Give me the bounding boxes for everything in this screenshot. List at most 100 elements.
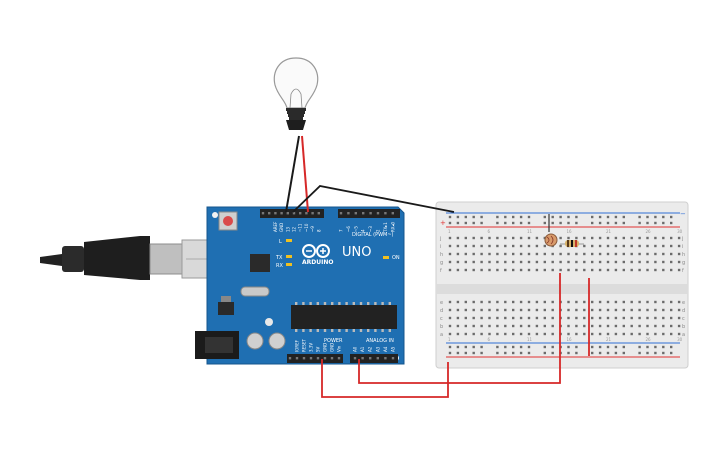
breadboard-hole[interactable] (464, 260, 467, 264)
breadboard-hole[interactable] (598, 324, 602, 328)
rail-hole[interactable] (606, 221, 610, 225)
breadboard-hole[interactable] (606, 308, 610, 312)
breadboard-hole[interactable] (496, 324, 499, 328)
breadboard-hole[interactable] (480, 244, 483, 248)
breadboard-hole[interactable] (662, 300, 665, 304)
breadboard-hole[interactable] (583, 324, 586, 328)
rail-hole[interactable] (591, 215, 594, 219)
breadboard-hole[interactable] (512, 260, 515, 264)
breadboard-hole[interactable] (670, 236, 673, 240)
breadboard-hole[interactable] (456, 300, 460, 304)
breadboard-hole[interactable] (543, 260, 546, 264)
breadboard-hole[interactable] (543, 268, 546, 272)
breadboard-hole[interactable] (606, 324, 610, 328)
breadboard-hole[interactable] (472, 236, 475, 240)
breadboard-hole[interactable] (456, 260, 460, 264)
breadboard-hole[interactable] (598, 236, 602, 240)
breadboard-hole[interactable] (614, 316, 618, 320)
breadboard-hole[interactable] (583, 316, 586, 320)
breadboard-hole[interactable] (622, 236, 625, 240)
rail-hole[interactable] (598, 221, 602, 225)
breadboard-hole[interactable] (622, 260, 625, 264)
breadboard-hole[interactable] (519, 332, 523, 336)
breadboard-hole[interactable] (630, 244, 633, 248)
breadboard-hole[interactable] (527, 316, 531, 320)
photoresistor[interactable] (544, 214, 558, 247)
breadboard-hole[interactable] (638, 236, 641, 240)
rail-hole[interactable] (527, 351, 531, 355)
breadboard-hole[interactable] (598, 244, 602, 248)
breadboard-hole[interactable] (448, 332, 452, 336)
breadboard-hole[interactable] (504, 308, 507, 312)
breadboard-hole[interactable] (677, 268, 681, 272)
breadboard-hole[interactable] (638, 308, 641, 312)
wire-a0-to-sensor[interactable] (358, 273, 561, 384)
rail-hole[interactable] (559, 221, 562, 225)
rail-hole[interactable] (527, 345, 531, 349)
breadboard-hole[interactable] (598, 260, 602, 264)
rail-hole[interactable] (646, 351, 649, 355)
rail-hole[interactable] (614, 351, 618, 355)
breadboard-hole[interactable] (614, 252, 618, 256)
breadboard-hole[interactable] (622, 324, 625, 328)
header-pin[interactable] (337, 357, 341, 360)
header-pin[interactable] (295, 357, 299, 360)
header-pin[interactable] (339, 212, 343, 215)
breadboard-hole[interactable] (535, 324, 539, 328)
breadboard-hole[interactable] (670, 332, 673, 336)
rail-hole[interactable] (472, 221, 475, 225)
rail-hole[interactable] (519, 351, 523, 355)
breadboard-hole[interactable] (583, 244, 586, 248)
rail-hole[interactable] (598, 215, 602, 219)
breadboard-hole[interactable] (559, 268, 562, 272)
breadboard-hole[interactable] (512, 268, 515, 272)
rail-hole[interactable] (591, 351, 594, 355)
rail-hole[interactable] (654, 215, 657, 219)
rail-hole[interactable] (496, 215, 499, 219)
rail-hole[interactable] (662, 221, 665, 225)
rail-hole[interactable] (622, 221, 625, 225)
breadboard-hole[interactable] (480, 268, 483, 272)
breadboard-hole[interactable] (543, 308, 546, 312)
breadboard-hole[interactable] (646, 260, 649, 264)
breadboard-hole[interactable] (567, 236, 570, 240)
breadboard-hole[interactable] (551, 308, 554, 312)
breadboard-hole[interactable] (448, 260, 452, 264)
breadboard-hole[interactable] (551, 260, 554, 264)
breadboard-hole[interactable] (519, 236, 523, 240)
rail-hole[interactable] (622, 351, 625, 355)
breadboard-hole[interactable] (614, 308, 618, 312)
rail-hole[interactable] (456, 345, 460, 349)
header-pin[interactable] (274, 212, 277, 215)
breadboard-hole[interactable] (456, 244, 460, 248)
breadboard-hole[interactable] (567, 252, 570, 256)
breadboard-hole[interactable] (614, 332, 618, 336)
breadboard-hole[interactable] (456, 332, 460, 336)
rail-hole[interactable] (575, 215, 578, 219)
wire-bulb-black[interactable] (285, 135, 300, 213)
rail-hole[interactable] (638, 221, 641, 225)
breadboard-hole[interactable] (677, 324, 681, 328)
breadboard-hole[interactable] (480, 308, 483, 312)
rail-hole[interactable] (575, 221, 578, 225)
breadboard-hole[interactable] (638, 324, 641, 328)
breadboard-hole[interactable] (614, 260, 618, 264)
breadboard-hole[interactable] (448, 316, 452, 320)
breadboard-hole[interactable] (591, 268, 594, 272)
breadboard-hole[interactable] (559, 260, 562, 264)
breadboard-hole[interactable] (606, 236, 610, 240)
breadboard-hole[interactable] (448, 300, 452, 304)
breadboard-hole[interactable] (504, 300, 507, 304)
breadboard-hole[interactable] (567, 300, 570, 304)
header-pin[interactable] (288, 357, 292, 360)
breadboard-hole[interactable] (559, 236, 562, 240)
breadboard-hole[interactable] (504, 332, 507, 336)
breadboard-hole[interactable] (575, 268, 578, 272)
breadboard-hole[interactable] (472, 268, 475, 272)
breadboard-hole[interactable] (575, 316, 578, 320)
rail-hole[interactable] (575, 345, 578, 349)
breadboard-hole[interactable] (606, 300, 610, 304)
header-pin[interactable] (302, 357, 306, 360)
rail-hole[interactable] (622, 215, 625, 219)
breadboard-hole[interactable] (519, 244, 523, 248)
